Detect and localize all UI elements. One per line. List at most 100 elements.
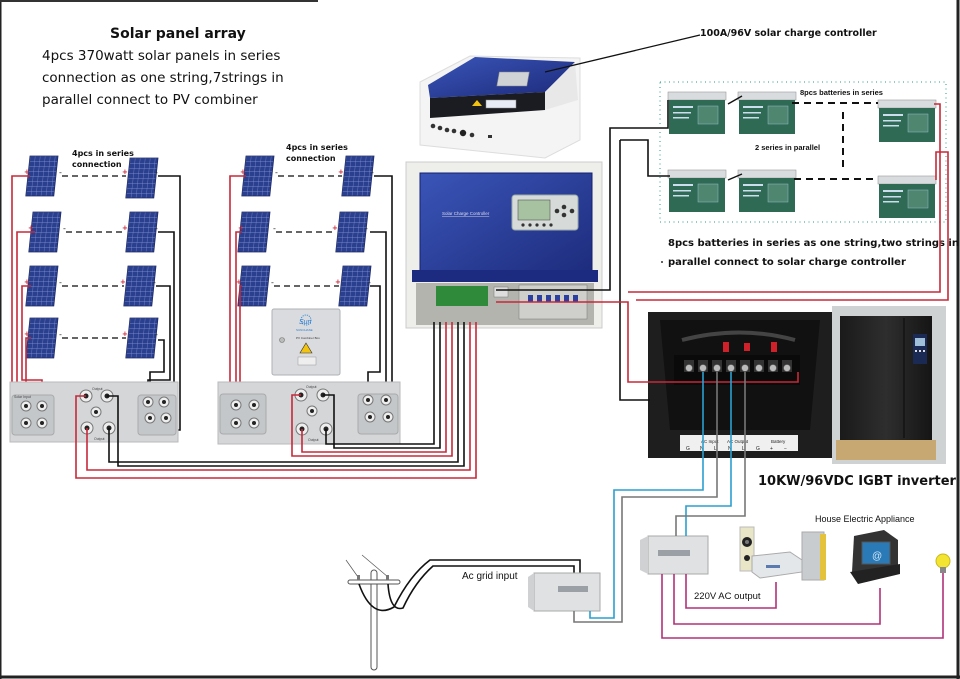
combiner-brand: Sun	[299, 319, 312, 326]
warning-icon	[299, 342, 313, 354]
positive-mark: +	[122, 168, 128, 176]
inverter-terminal-mark: L	[742, 446, 745, 452]
solar-panel	[338, 265, 372, 307]
negative-mark: -	[371, 168, 374, 177]
negative-mark: -	[155, 168, 158, 177]
ac-output-neutral-wire	[675, 372, 746, 536]
inverter-positive-wire	[496, 301, 799, 383]
battery-parallel-label: 2 series in parallel	[755, 143, 820, 152]
svg-text:@: @	[872, 551, 882, 562]
pv-positive-wire	[86, 322, 471, 471]
inverter-title: 10KW/96VDC IGBT inverter	[758, 474, 957, 489]
inverter-terminal-screw	[783, 364, 791, 372]
battery	[877, 99, 937, 142]
negative-mark: -	[275, 168, 278, 177]
battery-bank	[667, 91, 937, 218]
positive-mark: +	[28, 224, 34, 232]
charge-controller-open-view: Solar Charge Controller	[405, 161, 603, 329]
battery-positive-wire	[636, 151, 949, 301]
inverter-ac-input-label: AC Input	[701, 439, 719, 444]
group2-label-line1: 4pcs in series	[286, 143, 348, 152]
load-wire-stereo	[685, 574, 777, 609]
positive-mark: +	[24, 330, 30, 338]
inverter-terminal-mark: G	[686, 446, 690, 452]
pv-positive-wire	[75, 322, 477, 479]
positive-mark: +	[338, 168, 344, 176]
grid-breaker-box	[528, 572, 601, 612]
solar-panel	[125, 157, 159, 199]
negative-mark: -	[368, 278, 371, 287]
negative-wire	[370, 231, 387, 400]
inverter-battery-label: Battery	[771, 439, 786, 444]
inverter-terminal-screw	[699, 364, 707, 372]
utility-pole-icon	[345, 554, 581, 671]
solar-panel	[335, 211, 369, 253]
inverter-cabinet-photo	[832, 306, 946, 464]
battery	[737, 91, 797, 134]
positive-mark: +	[236, 278, 242, 286]
negative-mark: -	[59, 278, 62, 287]
solar-array-desc-line-1: 4pcs 370watt solar panels in series	[42, 48, 280, 64]
negative-mark: -	[63, 224, 66, 233]
pv-negative-wire	[108, 322, 459, 463]
stereo-system-icon	[739, 526, 826, 581]
battery-series-label: 8pcs batteries in series	[800, 88, 883, 97]
battery	[667, 91, 727, 134]
solar-panel	[25, 155, 59, 197]
inverter-terminal-screw	[769, 364, 777, 372]
battery-desc-line-1: 8pcs batteries in series as one string,t…	[668, 238, 959, 249]
light-bulb-icon	[935, 553, 951, 573]
pv-negative-wire	[323, 322, 441, 449]
negative-mark: -	[59, 168, 62, 177]
battery-link	[727, 173, 743, 181]
ac-output-live-wire	[685, 372, 732, 536]
solar-panel	[125, 317, 159, 359]
negative-mark: -	[271, 278, 274, 287]
combiner-brand-sub: SUNCHASE	[296, 328, 313, 332]
negative-mark: -	[153, 278, 156, 287]
inverter-terminal-mark: N	[700, 446, 704, 452]
computer-monitor-icon: @	[850, 530, 900, 584]
grid-input-label: Ac grid input	[462, 571, 518, 582]
solar-panel	[241, 155, 275, 197]
positive-mark: +	[332, 224, 338, 232]
battery	[737, 169, 797, 212]
appliance-label: House Electric Appliance	[815, 514, 915, 524]
group1-label-line1: 4pcs in series	[72, 149, 134, 158]
negative-wire	[367, 285, 381, 400]
solar-array-desc-line-3: parallel connect to PV combiner	[42, 92, 258, 108]
battery	[877, 175, 937, 218]
positive-mark: +	[122, 330, 128, 338]
combiner-label: PV Combiner Box	[296, 336, 320, 340]
negative-mark: -	[365, 224, 368, 233]
negative-mark: -	[59, 330, 62, 339]
load-wire-light	[661, 573, 944, 639]
battery-negative-wire	[496, 100, 669, 291]
battery-positive-wire	[628, 103, 941, 293]
pv-negative-wire	[325, 322, 435, 445]
inverter-negative-wire	[619, 140, 650, 401]
output-terminal-label: Output	[308, 438, 319, 442]
negative-mark: -	[273, 224, 276, 233]
solar-panel	[125, 211, 159, 253]
dc-wiring	[75, 100, 949, 479]
positive-mark: +	[122, 224, 128, 232]
pv-positive-wire	[301, 322, 447, 453]
inverter-terminal-mark: N	[728, 446, 732, 452]
inverter-terminal-screw	[727, 364, 735, 372]
combiner-terminal-strip-2: Output Output	[217, 381, 401, 445]
positive-mark: +	[240, 168, 246, 176]
group2-label-line2: connection	[286, 154, 336, 163]
charge-controller-callout: 100A/96V solar charge controller	[700, 28, 877, 39]
inverter-terminal-mark: G	[756, 446, 760, 452]
pv-positive-wire	[291, 322, 453, 457]
inverter-terminal-screw	[755, 364, 763, 372]
ac-output-label: 220V AC output	[694, 591, 761, 602]
positive-mark: +	[24, 168, 30, 176]
ac-input-neutral-wire	[573, 372, 718, 623]
inverter-ac-output-label: AC Output	[727, 439, 749, 444]
inverter-terminal-mark: L	[714, 446, 717, 452]
solar-array-desc-line-2: connection as one string,7strings in	[42, 70, 284, 86]
negative-mark: -	[155, 224, 158, 233]
